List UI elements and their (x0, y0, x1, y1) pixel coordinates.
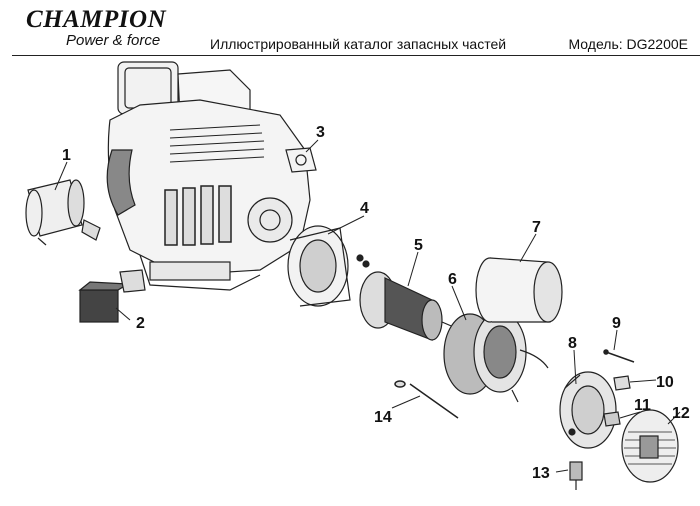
callout-4: 4 (360, 200, 369, 217)
callout-10: 10 (656, 374, 674, 391)
engine-block (106, 61, 311, 291)
catalog-title: Иллюстрированный каталог запасных частей (210, 36, 507, 52)
callout-14: 14 (374, 409, 392, 426)
part-14-through-bolt (394, 380, 459, 419)
brand-tagline: Power & force (66, 32, 161, 49)
page-header: CHAMPION Power & force Иллюстрированный … (0, 0, 700, 56)
part-1-muffler (25, 179, 101, 246)
callout-1: 1 (62, 147, 71, 164)
callout-labels: 1 2 3 4 5 6 7 8 9 10 11 12 13 14 (62, 124, 690, 482)
callout-8: 8 (568, 335, 577, 352)
part-2-avr (78, 269, 146, 323)
callout-2: 2 (136, 315, 145, 332)
callout-12: 12 (672, 405, 690, 422)
part-3-gasket (285, 147, 317, 173)
leader-lines (54, 139, 681, 473)
part-13-connector (569, 461, 583, 490)
callout-3: 3 (316, 124, 325, 141)
part-12-end-cover (621, 409, 679, 483)
part-11-brush-holder (603, 411, 621, 427)
part-10-clip (613, 375, 631, 391)
callout-9: 9 (612, 315, 621, 332)
callout-6: 6 (448, 271, 457, 288)
part-4-housing (287, 225, 370, 307)
header-divider (12, 55, 700, 56)
part-6-stator (443, 311, 549, 403)
exploded-view-diagram: 1 2 3 4 5 6 7 8 9 10 11 12 13 14 (25, 61, 690, 490)
callout-5: 5 (414, 237, 423, 254)
model-label: Модель: DG2200E (568, 36, 688, 52)
part-8-rear-bracket (559, 371, 617, 449)
callout-7: 7 (532, 219, 541, 236)
part-5-rotor (359, 271, 457, 341)
callout-11: 11 (634, 397, 651, 414)
callout-13: 13 (532, 465, 550, 482)
part-9-bolt (603, 349, 635, 363)
brand-logo: CHAMPION (26, 6, 167, 33)
part-7-cover-band (475, 257, 563, 323)
